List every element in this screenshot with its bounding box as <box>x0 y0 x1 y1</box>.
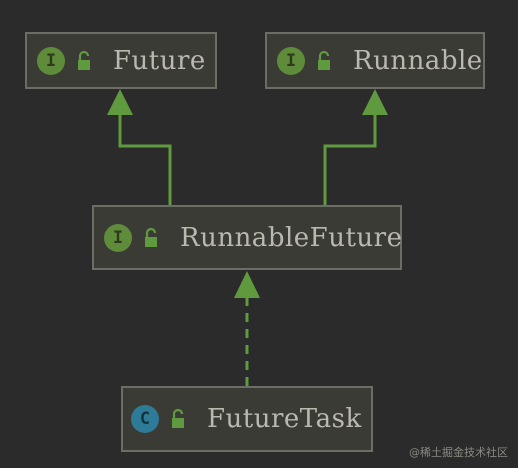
class-icon: C <box>131 405 159 433</box>
node-future[interactable]: I Future <box>25 32 217 89</box>
interface-icon: I <box>37 46 65 75</box>
node-label-runnable: Runnable <box>353 45 483 76</box>
edge-arrowhead-future <box>107 89 133 115</box>
interface-icon: I <box>277 46 305 75</box>
unlocked-padlock-icon <box>145 227 157 247</box>
unlocked-padlock-icon <box>78 50 90 70</box>
edge-runnablefuture-to-future <box>118 115 172 205</box>
unlocked-padlock-icon <box>172 408 184 428</box>
interface-icon: I <box>104 223 132 252</box>
node-runnable[interactable]: I Runnable <box>265 32 485 89</box>
unlocked-padlock-icon <box>318 50 330 70</box>
edge-arrowhead-runnable <box>362 89 388 115</box>
node-runnablefuture[interactable]: I RunnableFuture <box>92 205 402 270</box>
watermark: @稀土掘金技术社区 <box>409 446 508 459</box>
node-label-runnablefuture: RunnableFuture <box>180 222 403 253</box>
node-futuretask[interactable]: C FutureTask <box>121 386 373 452</box>
edge-arrowhead-runnablefuture <box>234 271 260 298</box>
node-label-future: Future <box>113 45 206 76</box>
node-label-futuretask: FutureTask <box>207 404 362 434</box>
edge-runnablefuture-to-runnable <box>323 115 377 205</box>
